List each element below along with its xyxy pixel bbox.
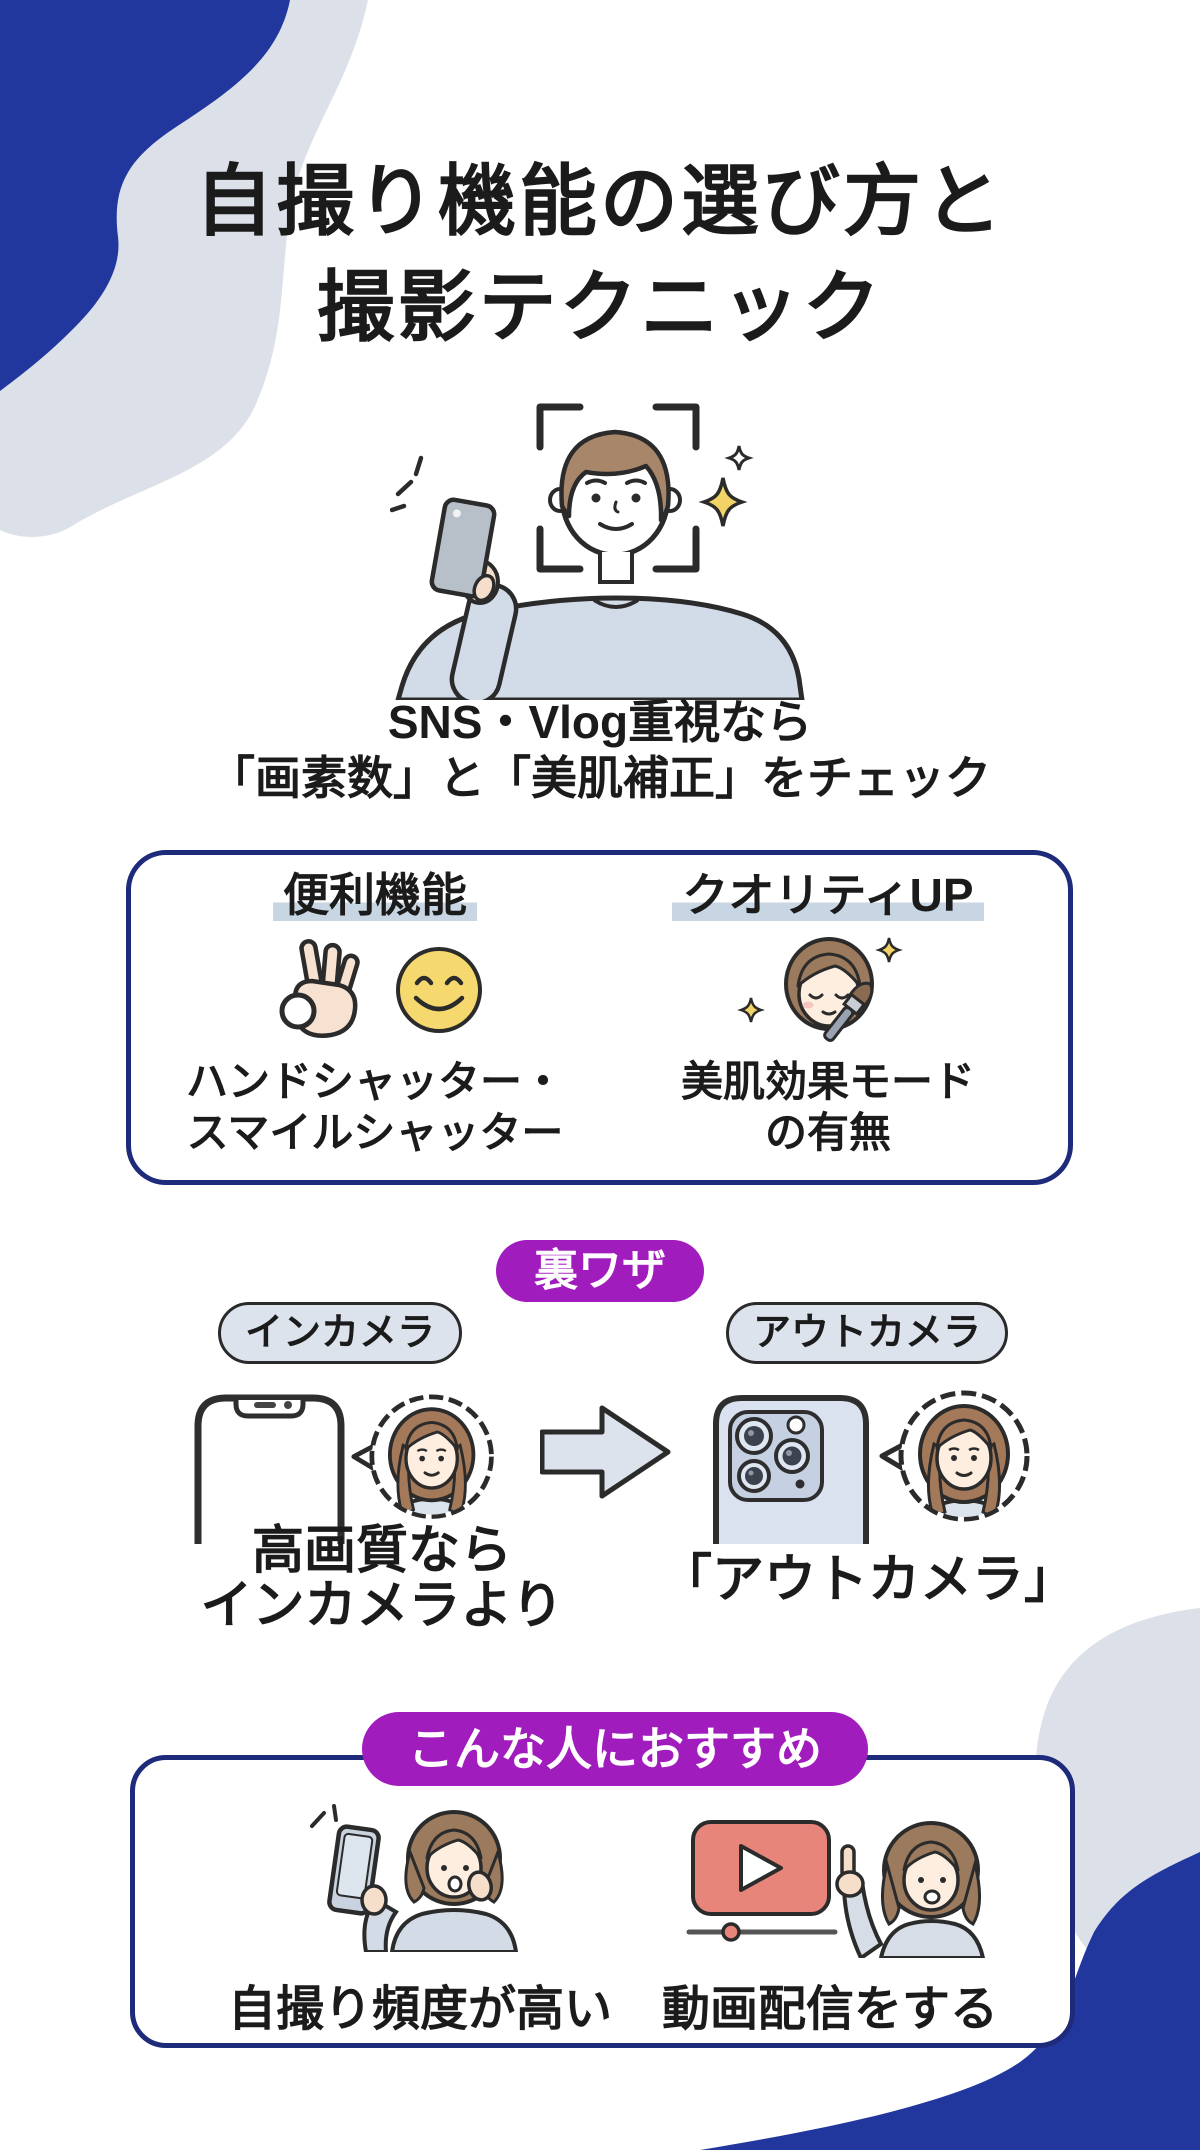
out-camera-pill: アウトカメラ xyxy=(726,1302,1008,1364)
beauty-brush-woman-icon xyxy=(737,937,903,1042)
features-left-caption: ハンドシャッター・ スマイルシャッター xyxy=(185,1058,564,1156)
woman-face-speech-bubble-icon xyxy=(351,1394,494,1519)
arrow-right-icon xyxy=(540,1405,671,1499)
trick-badge: 裏ワザ xyxy=(496,1240,704,1302)
top-left-blob-decoration xyxy=(0,0,368,537)
in-camera-pill: インカメラ xyxy=(218,1302,462,1364)
selfie-woman-illustration xyxy=(310,1804,519,1952)
smile-emoji-icon xyxy=(396,947,482,1033)
trick-right-caption: 「アウトカメラ」 xyxy=(659,1551,1076,1609)
recommend-left-caption: 自撮り頻度が高い xyxy=(227,1983,612,2036)
trick-left-caption: 高画質なら インカメラより xyxy=(200,1522,564,1635)
recommend-badge: こんな人におすすめ xyxy=(362,1712,868,1786)
rear-camera-phone-icon xyxy=(713,1395,869,1544)
page-title-line2: 撮影テクニック xyxy=(316,263,884,351)
sparkle-icon xyxy=(698,477,748,527)
page-title: 自撮り機能の選び方と 撮影テクニック xyxy=(0,148,1200,360)
phone-in-hand-icon xyxy=(429,497,497,599)
recommend-right-caption: 動画配信をする xyxy=(661,1983,998,2036)
features-right-caption: 美肌効果モード の有無 xyxy=(680,1058,975,1156)
woman-face-speech-bubble-icon xyxy=(879,1390,1030,1522)
bottom-right-blob-decoration xyxy=(700,1608,1200,2150)
intro-caption: SNS・Vlog重視なら 「画素数」と「美肌補正」をチェック xyxy=(0,694,1200,806)
features-right-label: クオリティUP xyxy=(608,866,1048,924)
sparkle-small-icon xyxy=(724,445,754,471)
ok-hand-icon xyxy=(279,939,360,1038)
convenient-features-icons xyxy=(155,938,595,1042)
intro-caption-line2: 「画素数」と「美肌補正」をチェック xyxy=(209,752,991,804)
selfie-man-illustration xyxy=(390,403,805,700)
makeup-brush-icon xyxy=(823,981,874,1042)
face-detection-frame-icon xyxy=(536,403,700,573)
video-streaming-illustration xyxy=(686,1820,986,1958)
video-player-icon xyxy=(686,1820,838,1942)
shine-lines-icon xyxy=(390,455,424,513)
front-camera-phone-icon xyxy=(194,1394,345,1544)
page-title-line1: 自撮り機能の選び方と xyxy=(194,157,1005,245)
features-left-label: 便利機能 xyxy=(155,866,595,924)
intro-caption-line1: SNS・Vlog重視なら xyxy=(387,696,813,748)
